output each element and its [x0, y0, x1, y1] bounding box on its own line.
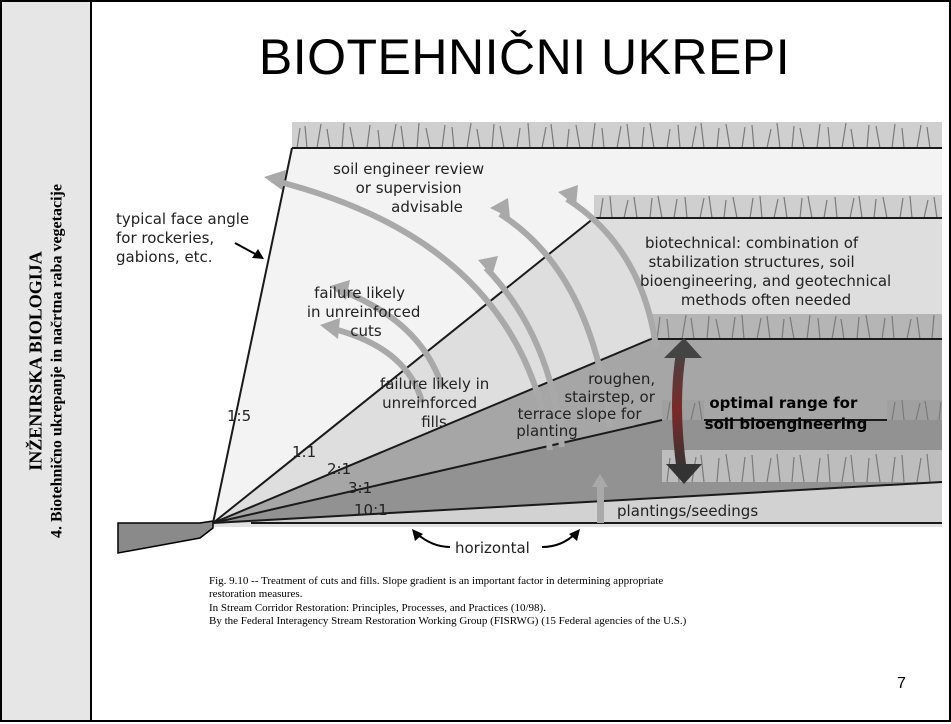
- typical-face-line-1: typical face angle: [116, 210, 249, 228]
- page-number: 7: [897, 675, 906, 693]
- biotechnical-line-3: bioengineering, and geotechnical: [640, 272, 891, 290]
- caption-line-1: Fig. 9.10 -- Treatment of cuts and fills…: [209, 575, 859, 588]
- failure-cuts-line-1: failure likely: [314, 284, 405, 302]
- slope-label-2-1: 2:1: [327, 460, 351, 478]
- caption-line-4: By the Federal Interagency Stream Restor…: [209, 615, 859, 628]
- roughen-line-4: planting: [516, 422, 577, 440]
- biotechnical-line-1: biotechnical: combination of: [645, 234, 859, 252]
- biotechnical-line-2: stabilization structures, soil: [648, 253, 854, 271]
- roughen-line-2: stairstep, or: [564, 388, 655, 406]
- caption-line-3: In Stream Corridor Restoration: Principl…: [209, 602, 859, 615]
- biotechnical-line-4: methods often needed: [681, 291, 851, 309]
- roughen-line-3: terrace slope for: [518, 405, 643, 423]
- optimal-line-1: optimal range for: [709, 394, 858, 412]
- failure-fills-line-3: fills: [421, 413, 447, 431]
- failure-fills-line-2: unreinforced: [382, 394, 477, 412]
- ground-left: [118, 521, 213, 553]
- label-typical-face: typical face angle for rockeries, gabion…: [116, 210, 254, 266]
- failure-cuts-line-2: in unreinforced: [307, 303, 421, 321]
- soil-engineer-line-1: soil engineer review: [333, 160, 484, 178]
- caption-line-2: restoration measures.: [209, 588, 859, 601]
- figure-caption: Fig. 9.10 -- Treatment of cuts and fills…: [209, 575, 859, 628]
- failure-cuts-line-3: cuts: [350, 322, 382, 340]
- typical-face-line-3: gabions, etc.: [116, 248, 213, 266]
- soil-engineer-line-2: or supervision: [356, 179, 462, 197]
- roughen-line-1: roughen,: [588, 370, 655, 388]
- slope-label-3-1: 3:1: [348, 479, 372, 497]
- optimal-line-2: soil bioengineering: [705, 415, 868, 433]
- pointer-arrow: [235, 243, 264, 259]
- slope-label-1-5: 1:5: [227, 407, 251, 425]
- plantings-arrow-shaft: [597, 486, 604, 523]
- label-horizontal: horizontal: [455, 539, 530, 557]
- slope-label-10-1: 10:1: [354, 501, 388, 519]
- typical-face-line-2: for rockeries,: [116, 229, 214, 247]
- slope-label-1-1: 1:1: [292, 443, 316, 461]
- soil-engineer-line-3: advisable: [391, 198, 463, 216]
- failure-fills-line-1: failure likely in: [380, 375, 489, 393]
- label-plantings: plantings/seedings: [617, 502, 758, 520]
